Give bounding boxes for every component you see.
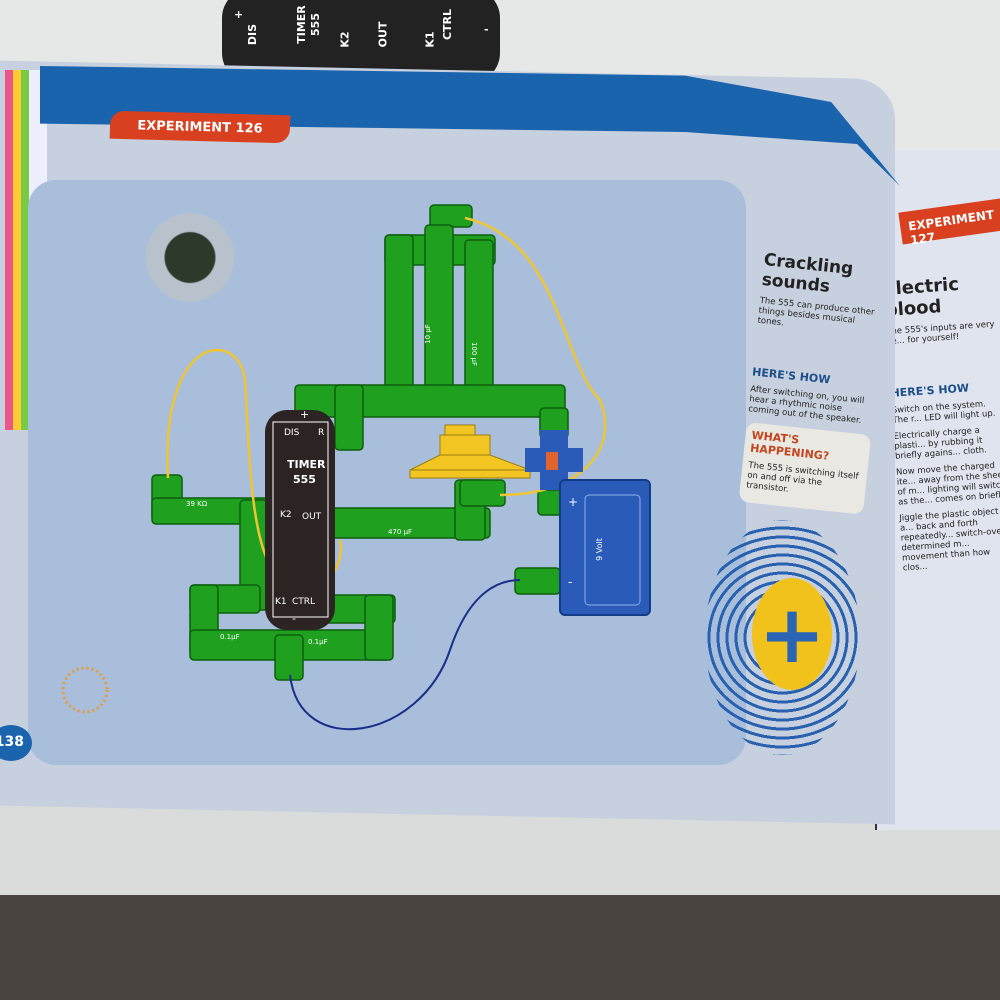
pin-out: OUT: [302, 512, 322, 522]
capacitor-label: 0.1µF: [220, 633, 240, 641]
chip-outline: [272, 421, 329, 618]
module-minus: -: [484, 23, 489, 36]
battery-label: 9 Volt: [594, 538, 604, 561]
plus-icon: +: [752, 578, 832, 690]
transistor: [525, 430, 583, 490]
battery-9v: [559, 479, 651, 616]
blue-wire: [289, 579, 521, 731]
page-number: 138: [0, 725, 32, 761]
heres-how-text: After switching on, you will hear a rhyt…: [747, 384, 865, 426]
pin-ctrl: CTRL: [292, 597, 316, 607]
pin-r: R: [318, 428, 325, 438]
wire-block: [424, 224, 454, 396]
whats-happening-heading: WHAT'S HAPPENING?: [749, 428, 830, 463]
capacitor-label: 100 µF: [470, 341, 479, 367]
whats-happening-text: The 555 is switching itself on and off v…: [745, 460, 859, 495]
capacitor-label: 10 µF: [423, 324, 432, 344]
pin-minus: -: [292, 612, 296, 625]
timer-number: 555: [293, 473, 316, 486]
pin-dis: DIS: [284, 428, 300, 438]
pin-k1: K1: [275, 597, 287, 607]
floor-carpet: [0, 895, 1000, 1000]
battery-minus: -: [568, 575, 573, 589]
wire-block: [429, 204, 473, 228]
wire-block: [514, 567, 561, 595]
capacitor-label: 0.1µF: [308, 638, 328, 646]
capacitor-label: 470 µF: [388, 528, 413, 536]
pin-k2: K2: [280, 510, 292, 520]
wire-block: [334, 384, 364, 451]
whats-happening-box: WHAT'S HAPPENING? The 555 is switching i…: [738, 422, 872, 515]
wire-block: [459, 479, 506, 507]
pin-plus: +: [300, 408, 310, 421]
wire-block: [364, 594, 394, 661]
speaker: [409, 424, 531, 479]
timer-name: TIMER: [287, 458, 326, 471]
instructions-column: Crackling sounds The 555 can produce oth…: [738, 250, 890, 515]
decor-dots: [61, 666, 109, 714]
module-plus: +: [234, 8, 244, 21]
wire-block: [274, 634, 304, 681]
timer-555-chip: [265, 410, 335, 630]
battery-plus: +: [568, 495, 579, 509]
experiment-intro: The 555 can produce other things besides…: [757, 295, 875, 329]
bullet-hole-illustration: [135, 210, 245, 305]
resistor-label: 39 KΩ: [186, 500, 208, 508]
